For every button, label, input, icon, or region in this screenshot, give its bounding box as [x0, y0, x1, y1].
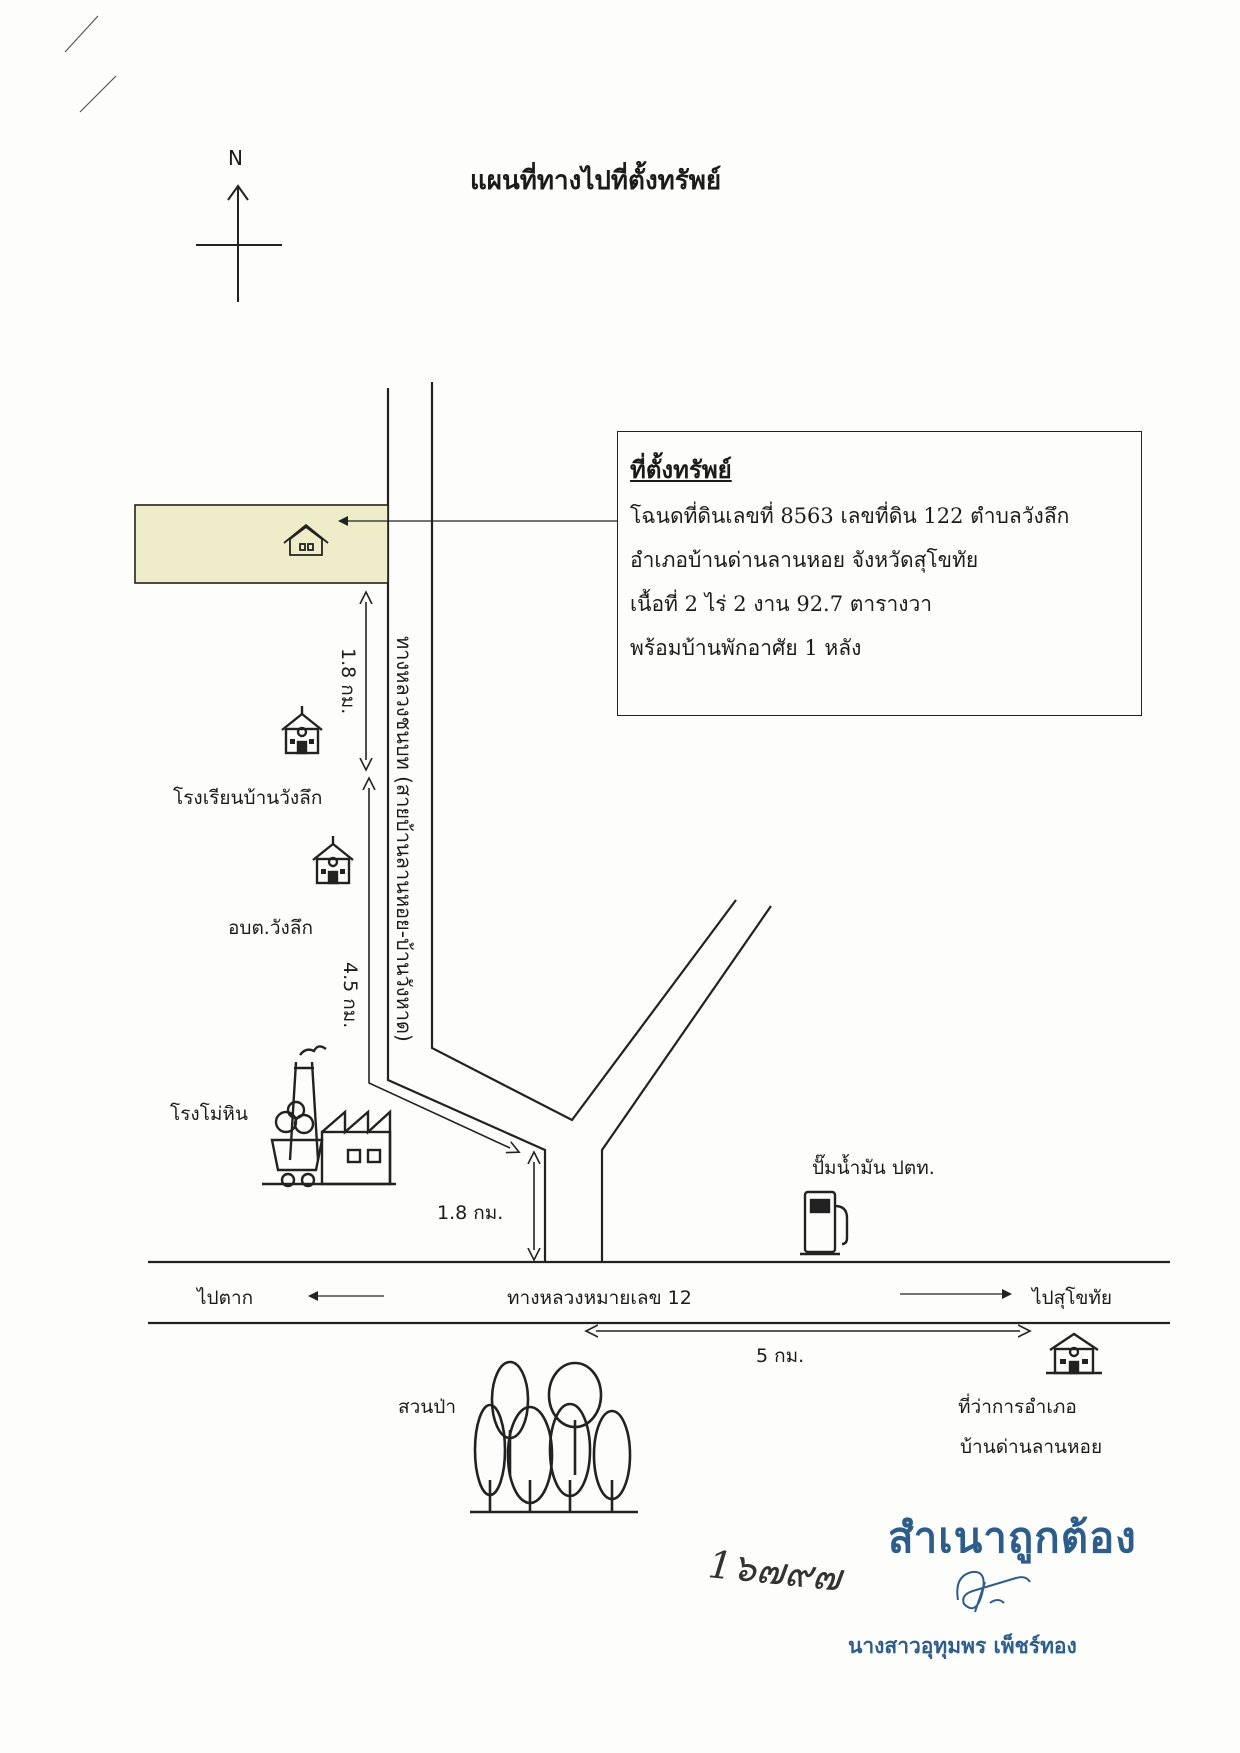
factory-icon	[262, 1045, 396, 1188]
gas-pump-icon	[800, 1190, 849, 1256]
to-east-label: ไปสุโขทัย	[1032, 1287, 1113, 1309]
sao-office-icon	[312, 836, 354, 885]
signer-name: นางสาวอุทุมพร เพ็ชร์ทอง	[848, 1634, 1077, 1658]
distance-label-4: 5 กม.	[756, 1345, 805, 1367]
district-office-label-1: ที่ว่าการอำเภอ	[958, 1396, 1077, 1418]
side-road-label: ทางหลวงชนบท (สายบ้านลานหอย-บ้านวังหาด)	[392, 636, 416, 1042]
certified-copy-stamp: สำเนาถูกต้อง	[888, 1513, 1137, 1562]
distance-label-2: 4.5 กม.	[339, 962, 361, 1029]
forest-icon	[470, 1360, 638, 1514]
north-label: N	[228, 146, 243, 170]
property-line-1: โฉนดที่ดินเลขที่ 8563 เลขที่ดิน 122 ตำบล…	[630, 504, 1070, 528]
signature-mark	[956, 1570, 1031, 1613]
distance-label-1: 1.8 กม.	[337, 648, 359, 715]
distance-arrow-2	[369, 788, 510, 1148]
district-office-icon	[1046, 1332, 1102, 1375]
map-title: แผนที่ทางไปที่ตั้งทรัพย์	[470, 166, 722, 196]
highway-12	[148, 1260, 1170, 1325]
house-icon	[283, 523, 329, 556]
property-line-3: เนื้อที่ 2 ไร่ 2 งาน 92.7 ตารางวา	[630, 592, 933, 616]
school-icon	[281, 706, 323, 755]
district-office-label-2: บ้านด่านลานหอย	[960, 1436, 1103, 1458]
property-parcel	[134, 504, 389, 584]
property-heading: ที่ตั้งทรัพย์	[630, 455, 732, 484]
distance-label-3: 1.8 กม.	[437, 1202, 504, 1224]
property-line-4: พร้อมบ้านพักอาศัย 1 หลัง	[630, 636, 862, 660]
school-label: โรงเรียนบ้านวังลึก	[173, 787, 323, 809]
north-arrow-icon	[196, 184, 282, 302]
gas-station-label: ปั๊มน้ำมัน ปตท.	[812, 1157, 935, 1179]
factory-label: โรงโม่หิน	[170, 1103, 248, 1125]
sao-label: อบต.วังลึก	[228, 917, 313, 939]
scan-marks	[64, 15, 117, 113]
to-west-label: ไปตาก	[197, 1287, 254, 1309]
property-line-2: อำเภอบ้านด่านลานหอย จังหวัดสุโขทัย	[630, 548, 979, 572]
forest-label: สวนป่า	[398, 1396, 456, 1418]
highway-label: ทางหลวงหมายเลข 12	[507, 1287, 692, 1309]
property-info-box: ที่ตั้งทรัพย์ โฉนดที่ดินเลขที่ 8563 เลขท…	[617, 431, 1142, 716]
